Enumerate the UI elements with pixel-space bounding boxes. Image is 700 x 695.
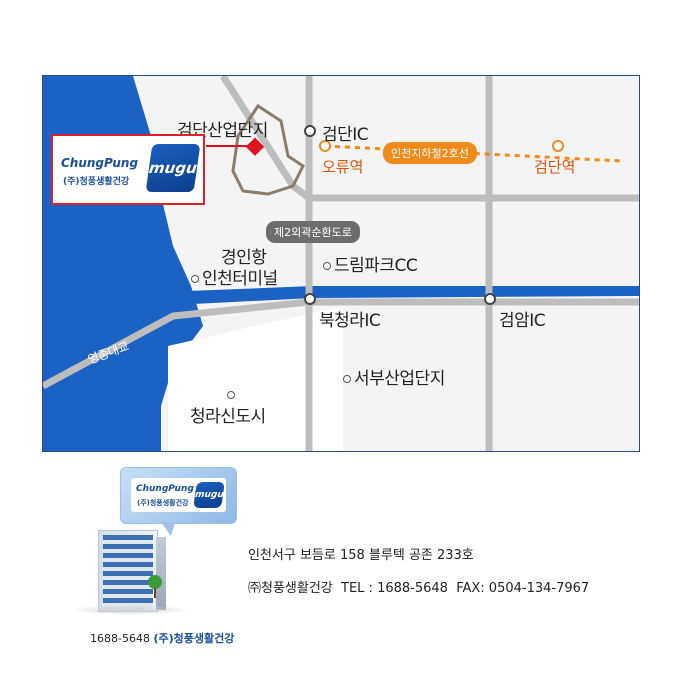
bottom-caption: 1688-5648 (주)청풍생활건강 xyxy=(90,630,234,646)
building xyxy=(98,530,158,612)
industrial-outline xyxy=(231,103,305,196)
brand-name-ko: (주)청풍생활건강 xyxy=(63,177,130,187)
roads xyxy=(43,76,639,451)
seobu-complex-label: 서부산업단지 xyxy=(343,364,445,389)
building-shadow xyxy=(70,605,190,615)
contact-line: ㈜청풍생활건강 TEL : 1688-5648 FAX: 0504-134-79… xyxy=(248,577,589,596)
bubble-logo: ChungPung (주)청풍생활건강 mugu xyxy=(131,478,226,512)
river xyxy=(188,286,639,304)
metro-line-2 xyxy=(319,140,624,163)
land-lower xyxy=(168,306,343,451)
bubble-tail xyxy=(161,522,175,536)
brand-mugu-badge: mugu xyxy=(145,144,201,192)
seobu-dot xyxy=(343,375,351,383)
geomdan-station-label: 검단역 xyxy=(534,158,576,176)
caption-company: (주)청풍생활건강 xyxy=(153,632,235,645)
bubble-brand-en: ChungPung xyxy=(136,484,194,494)
cheongna-dot xyxy=(227,391,235,399)
bubble-mugu-badge: mugu xyxy=(193,482,225,508)
oryu-station-label: 오류역 xyxy=(322,158,364,176)
dream-park-label: 드림파크CC xyxy=(323,251,418,276)
map-logo-box: ChungPung (주)청풍생활건강 mugu xyxy=(51,134,205,205)
tel-text: TEL : 1688-5648 xyxy=(341,581,448,596)
tree-icon xyxy=(148,575,162,589)
ring-road-tag: 제2외곽순환도로 xyxy=(266,221,360,243)
terminal-label: 인천터미널 xyxy=(191,264,278,289)
caption-phone: 1688-5648 xyxy=(90,632,150,645)
fax-text: FAX: 0504-134-7967 xyxy=(456,581,590,596)
geomdan-ic-node xyxy=(304,125,316,137)
office-illustration: ChungPung (주)청풍생활건강 mugu xyxy=(70,465,240,625)
terminal-dot xyxy=(191,275,199,283)
bukcheongna-ic-label: 북청라IC xyxy=(319,311,381,331)
brand-name-en: ChungPung xyxy=(61,156,139,170)
building-side xyxy=(156,537,166,610)
dream-park-dot xyxy=(323,262,331,270)
bukcheongna-ic-node xyxy=(304,293,316,305)
address-text: 인천서구 보듬로 158 블루텍 공존 233호 xyxy=(248,548,474,563)
location-marker xyxy=(245,137,265,156)
cheongna-label: 청라신도시 xyxy=(190,407,266,427)
metro-line-tag: 인천지하철2호선 xyxy=(383,142,477,164)
bubble-brand-ko: (주)청풍생활건강 xyxy=(137,499,189,507)
geomam-ic-label: 검암IC xyxy=(499,311,546,331)
speech-bubble: ChungPung (주)청풍생활건강 mugu xyxy=(120,467,237,536)
company-name: ㈜청풍생활건강 xyxy=(248,581,333,596)
geomdan-ic-label: 검단IC xyxy=(322,125,369,145)
port-label: 경인항 xyxy=(221,248,267,268)
location-map: 검단산업단지 검단IC 인천지하철2호선 오류역 검단역 제2외곽순환도로 경인… xyxy=(42,75,640,452)
geomam-ic-node xyxy=(484,293,496,305)
